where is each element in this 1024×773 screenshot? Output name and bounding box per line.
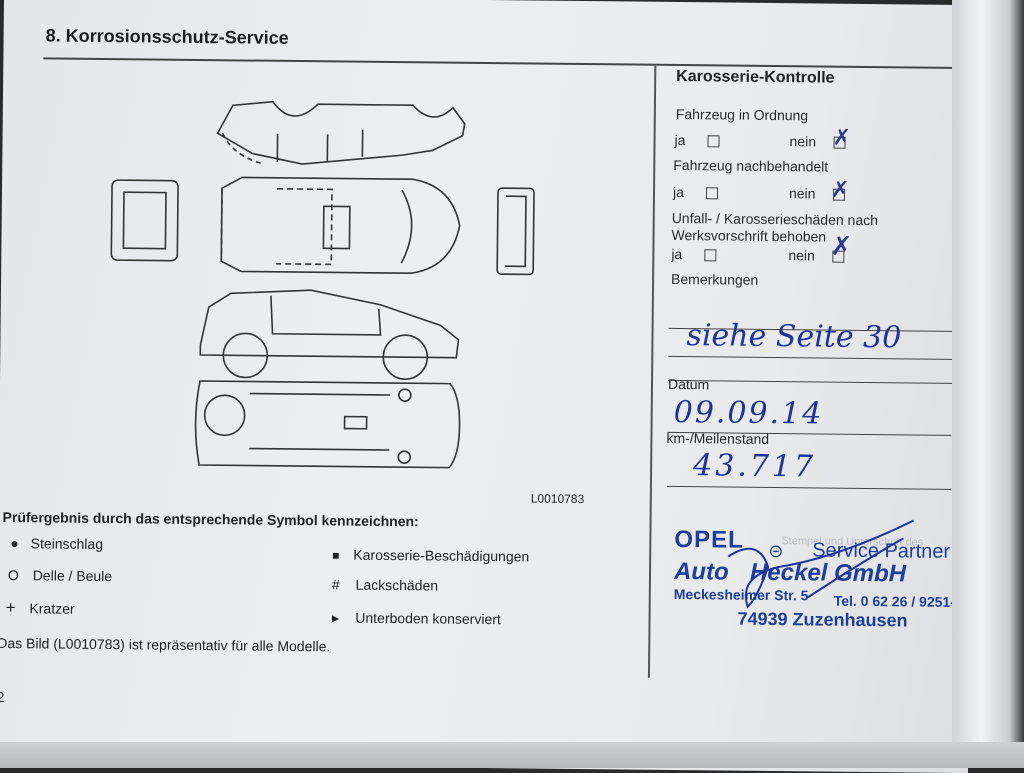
legend-item-unterboden: ► Unterboden konserviert <box>329 609 501 628</box>
q3-nein-cross-mark: ✗ <box>830 231 853 262</box>
page-number: 2 <box>0 688 5 705</box>
legend-item-steinschlag: ● Steinschlag <box>10 535 103 552</box>
diagram-code: L0010783 <box>530 491 585 507</box>
legend-karosserie-symbol: ■ <box>332 548 340 563</box>
car-side-view <box>199 289 460 380</box>
legend-unterboden-label: Unterboden konserviert <box>355 609 501 628</box>
q3-nein-label: nein <box>788 247 815 264</box>
car-diagram <box>110 100 535 469</box>
car-top-view <box>220 176 461 275</box>
q1-ja[interactable]: ja <box>674 131 720 149</box>
legend-delle-symbol: O <box>7 567 19 584</box>
legend-lack-symbol: # <box>331 576 340 593</box>
datum-handwriting[interactable]: 09.09.14 <box>673 394 824 432</box>
legend-item-karosserie: ■ Karosserie-Beschädigungen <box>332 546 530 565</box>
page-stack-edge <box>0 742 1024 768</box>
bemerkungen-handwriting[interactable]: siehe Seite 30 <box>686 318 902 356</box>
legend-karosserie-label: Karosserie-Beschädigungen <box>353 546 530 565</box>
legend-kratzer-symbol: + <box>5 597 16 618</box>
datum-label: Datum <box>667 375 710 393</box>
legend-unterboden-symbol: ► <box>329 611 342 626</box>
q1-nein-cross-mark: ✗ <box>832 125 852 151</box>
q3-ja-checkbox[interactable] <box>704 249 717 262</box>
legend-item-delle: O Delle / Beule <box>8 567 112 584</box>
legend-intro: Prüfergebnis durch das entsprechende Sym… <box>2 508 419 530</box>
manual-page: 8. Korrosionsschutz-Service <box>0 0 976 773</box>
q2-ja-label: ja <box>672 183 685 201</box>
q3-ja-label: ja <box>671 245 683 263</box>
column-divider <box>647 65 656 678</box>
bemerkungen-line-2 <box>668 355 953 360</box>
page-title: 8. Korrosionsschutz-Service <box>45 25 289 48</box>
q1-label: Fahrzeug in Ordnung <box>675 105 809 124</box>
q2-nein-cross-mark: ✗ <box>830 177 850 203</box>
q2-nein-label: nein <box>788 185 816 202</box>
signature-scribble <box>727 519 915 609</box>
q3-label-line2: Werksvorschrift behoben <box>671 226 827 245</box>
bemerkungen-label: Bemerkungen <box>671 270 759 288</box>
car-rear-view <box>496 187 535 276</box>
legend-delle-label: Delle / Beule <box>32 567 113 585</box>
car-front-view <box>110 179 179 262</box>
legend-kratzer-label: Kratzer <box>29 600 75 617</box>
q1-nein-label: nein <box>789 133 817 150</box>
km-label: km-/Meilenstand <box>666 429 770 447</box>
legend-note: Das Bild (L0010783) ist repräsentativ fü… <box>0 634 331 655</box>
q1-ja-checkbox[interactable] <box>707 135 720 148</box>
legend-item-kratzer: + Kratzer <box>6 598 75 619</box>
page-curl <box>952 0 1024 768</box>
q3-ja[interactable]: ja <box>671 245 717 263</box>
q2-ja-checkbox[interactable] <box>705 187 718 200</box>
car-interior-view <box>216 100 466 165</box>
q3-label-line1: Unfall- / Karosserieschäden nach <box>671 209 879 229</box>
legend-item-lack: # Lackschäden <box>332 576 438 593</box>
km-line <box>666 485 951 490</box>
km-handwriting[interactable]: 43.717 <box>692 448 817 485</box>
q2-ja[interactable]: ja <box>673 184 718 200</box>
bemerkungen-line-3 <box>668 379 953 384</box>
car-underbody-view <box>194 380 461 469</box>
legend-steinschlag-label: Steinschlag <box>30 535 104 552</box>
legend-lack-label: Lackschäden <box>355 576 439 594</box>
legend-steinschlag-symbol: ● <box>10 535 19 552</box>
header-rule <box>43 57 954 69</box>
karosserie-title: Karosserie-Kontrolle <box>676 67 835 87</box>
q1-ja-label: ja <box>674 131 686 149</box>
q2-label: Fahrzeug nachbehandelt <box>673 156 829 175</box>
